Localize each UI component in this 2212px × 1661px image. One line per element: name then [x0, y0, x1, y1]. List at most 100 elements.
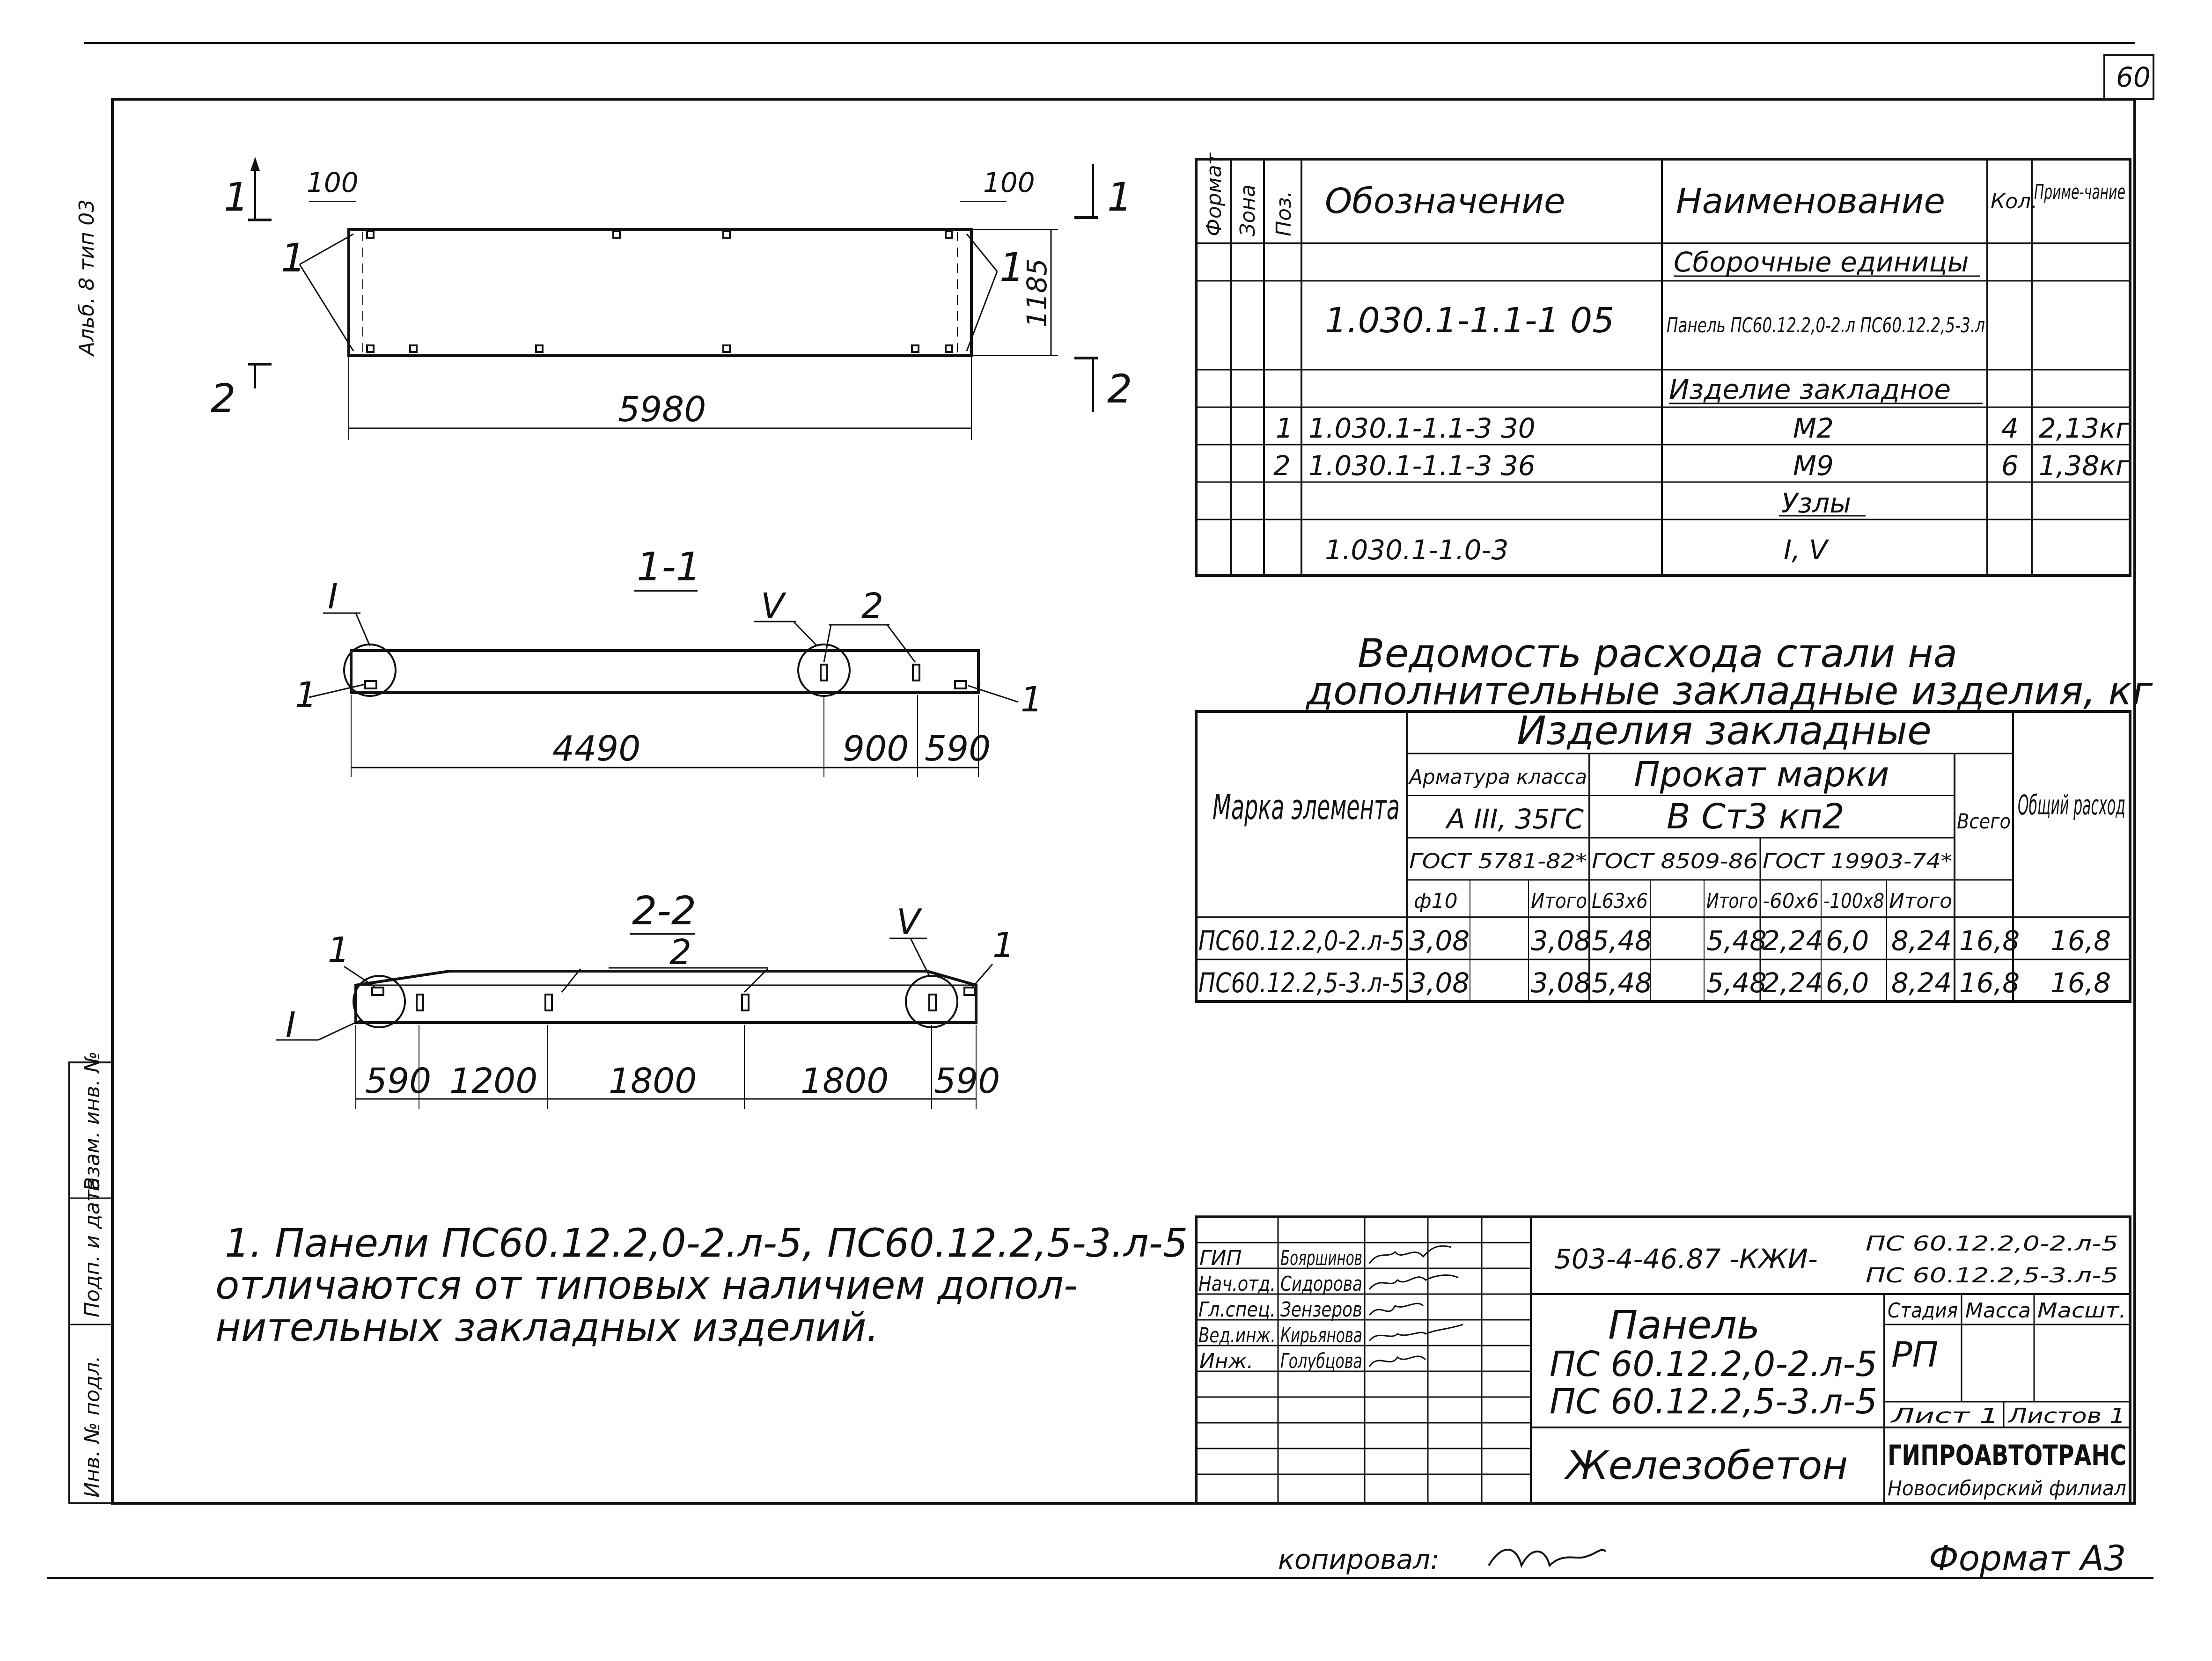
- steel-h-rolled-grade: В Ст3 кп2: [1667, 797, 1845, 837]
- tb-stage: РП: [1891, 1335, 1938, 1375]
- dim-length: 5980: [618, 389, 706, 430]
- steel-h-rolled: Прокат марки: [1634, 754, 1889, 795]
- subcol-100x8: -100х8: [1823, 889, 1884, 913]
- subcol-total-1: Итого: [1531, 889, 1587, 913]
- spec-row-nodes-name: I, V: [1784, 534, 1830, 566]
- spec-h-code: Обозначение: [1325, 181, 1565, 221]
- steel-r1-c8: 6,0: [1826, 925, 1869, 957]
- steel-h-std3: ГОСТ 19903-74*: [1763, 849, 1952, 873]
- callout-node-V-2: V: [897, 902, 922, 942]
- subcol-f10: ф10: [1414, 889, 1458, 913]
- dim-590-left: 590: [365, 1061, 431, 1101]
- spec-row1-pos: 1: [1276, 412, 1293, 444]
- spec-table: Формат Зона Поз. Обозначение Наименовани…: [1195, 152, 2131, 577]
- steel-h-items: Изделия закладные: [1517, 708, 1932, 754]
- dim-end-right: 100: [983, 167, 1035, 198]
- tb-name-2: Сидорова: [1280, 1272, 1362, 1296]
- steel-subcols: ф10 Итого L63х6 Итого -60х6 -100х8 Итого: [1414, 889, 1952, 913]
- section-1-1: 1-1 I V 2 1 1 4490 900 590: [295, 544, 1043, 777]
- callout-pos-1-left: 1: [295, 675, 317, 715]
- tb-doc-mark-2: ПС 60.12.2,5-3.л-5: [1866, 1264, 2118, 1288]
- tb-doc-code: 503-4-46.87 -КЖИ-: [1554, 1243, 1818, 1275]
- spec-row2-name: М9: [1793, 450, 1834, 482]
- callout-pos-2: 2: [861, 586, 883, 626]
- section-1-1-title: 1-1: [637, 544, 701, 590]
- steel-r1-c7: 2,24: [1763, 925, 1823, 957]
- note-line-2: отличаются от типовых наличием допол-: [215, 1262, 1078, 1308]
- panel-outline: [347, 228, 973, 357]
- dim-1800-a: 1800: [609, 1061, 697, 1101]
- tb-mass-header: Масса: [1965, 1299, 2031, 1323]
- section-2-2: 2-2 1 V 1 2 I 590: [276, 888, 1014, 1109]
- callout-node-I-2: I: [286, 1005, 296, 1045]
- spec-row1-code: 1.030.1-1.1-3 30: [1308, 412, 1536, 444]
- tb-name-4: Кирьянова: [1280, 1324, 1362, 1347]
- tb-title: Панель: [1608, 1302, 1760, 1348]
- steel-r2-mark: ПС60.12.2,5-3.л-5: [1198, 967, 1404, 999]
- strip-replace-inv: Взам. инв. №: [81, 1051, 104, 1191]
- steel-r1-c10: 16,8: [1959, 925, 2020, 957]
- steel-h-std2: ГОСТ 8509-86: [1592, 849, 1758, 873]
- steel-row-2: ПС60.12.2,5-3.л-5 3,08 3,08 5,48 5,48 2,…: [1198, 967, 2111, 999]
- spec-h-note: Приме-чание: [2034, 180, 2125, 204]
- tb-sheet: Лист 1: [1890, 1404, 1999, 1428]
- tb-scale-header: Масшт.: [2037, 1299, 2126, 1323]
- tb-stage-header: Стадия: [1888, 1299, 1958, 1323]
- tb-role-chief: Гл.спец.: [1198, 1298, 1276, 1322]
- tb-role-lead: Вед.инж.: [1198, 1324, 1276, 1347]
- tb-org: ГИПРОАВТОТРАНС: [1888, 1439, 2126, 1472]
- steel-row-1: ПС60.12.2,0-2.л-5 3,08 3,08 5,48 5,48 2,…: [1198, 925, 2111, 957]
- steel-r2-c7: 2,24: [1763, 967, 1823, 999]
- steel-title-2: дополнительные закладные изделия, кг: [1305, 668, 2153, 714]
- spec-row1-qty: 4: [2001, 412, 2019, 444]
- steel-table: Ведомость расхода стали на дополнительны…: [1195, 630, 2153, 1003]
- cut-mark-2-left: 2: [211, 375, 235, 421]
- callout-pos-2-2: 2: [669, 932, 691, 973]
- spec-h-zone: Зона: [1236, 184, 1260, 236]
- dim-1200: 1200: [449, 1061, 537, 1101]
- callout-node-V: V: [761, 586, 786, 626]
- subcol-total-3: Итого: [1889, 889, 1952, 913]
- note-line-3: нительных закладных изделий.: [215, 1304, 879, 1350]
- spec-row2-qty: 6: [2001, 450, 2019, 482]
- steel-r2-c11: 16,8: [2050, 967, 2111, 999]
- callout-1-right: 1: [999, 244, 1024, 290]
- cut-mark-2-right: 2: [1107, 366, 1132, 412]
- sheet-format: Формат А3: [1929, 1538, 2126, 1579]
- spec-row2-note: 1,38кг: [2039, 450, 2130, 482]
- steel-r1-c11: 16,8: [2050, 925, 2111, 957]
- embedded-plates-plan: [366, 230, 953, 353]
- strip-inv-no: Инв. № подл.: [81, 1355, 104, 1498]
- tb-sheets: Листов 1: [2007, 1404, 2125, 1428]
- spec-group-nodes: Узлы: [1781, 487, 1851, 519]
- left-strip: Инв. № подл. Подп. и дата Взам. инв. №: [68, 1051, 113, 1504]
- copied-label: копировал:: [1278, 1544, 1440, 1575]
- subcol-60x6: -60х6: [1763, 889, 1819, 913]
- dim-1800-b: 1800: [801, 1061, 889, 1101]
- tb-name-5: Голубцова: [1280, 1349, 1362, 1373]
- sheet-frame: 60 копировал: Формат А3 Альб. 8 тип 03: [47, 42, 2154, 1579]
- steel-r1-mark: ПС60.12.2,0-2.л-5: [1198, 925, 1404, 957]
- tb-org-branch: Новосибирский филиал: [1888, 1477, 2126, 1500]
- spec-h-pos: Поз.: [1272, 191, 1296, 236]
- tb-name-3: Зензеров: [1280, 1298, 1362, 1322]
- tb-role-eng: Инж.: [1199, 1349, 1253, 1373]
- tb-role-head: Нач.отд.: [1198, 1272, 1276, 1296]
- steel-h-total: Общий расход: [2018, 789, 2125, 821]
- dim-4490: 4490: [552, 729, 640, 769]
- steel-h-rebar: Арматура класса: [1408, 765, 1587, 789]
- dim-590: 590: [925, 729, 991, 769]
- spec-h-qty: Кол.: [1991, 190, 2037, 213]
- callout-pos-1-right: 1: [1021, 680, 1043, 720]
- dim-900: 900: [843, 729, 909, 769]
- callout-pos-1-top-right: 1: [992, 925, 1014, 966]
- tb-name-1: Бояршинов: [1280, 1246, 1362, 1270]
- strip-sign-date: Подп. и дата: [81, 1177, 104, 1317]
- callout-pos-1-top-left: 1: [328, 930, 350, 970]
- tb-doc-mark-1: ПС 60.12.2,0-2.л-5: [1866, 1232, 2118, 1256]
- steel-r2-c8: 6,0: [1826, 967, 1869, 999]
- steel-r1-c6: 5,48: [1706, 925, 1767, 957]
- sheet-number: 60: [2116, 61, 2151, 93]
- steel-r2-c3: 3,08: [1531, 967, 1591, 999]
